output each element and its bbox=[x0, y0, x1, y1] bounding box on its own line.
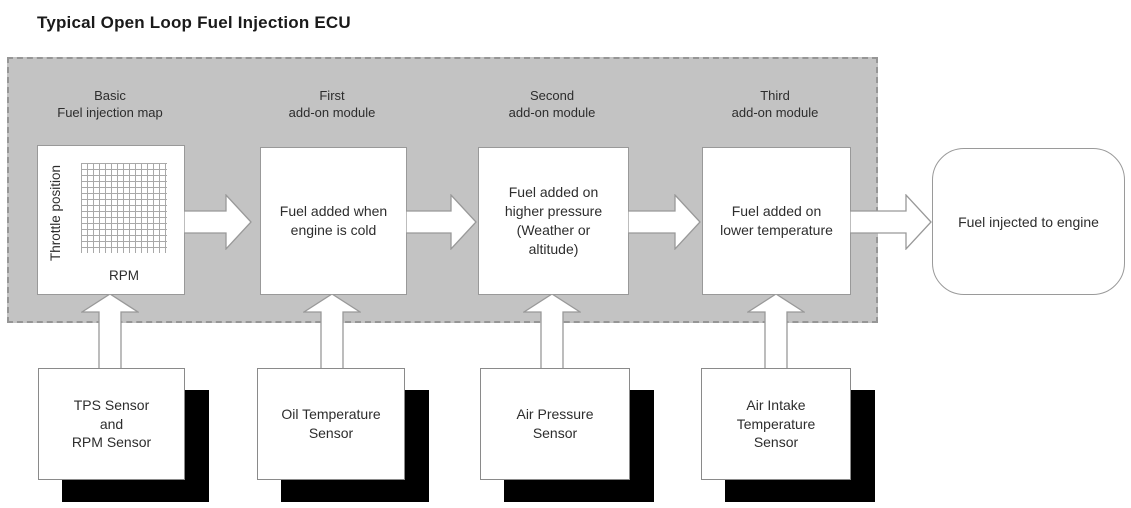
sensor-box-tps-rpm: TPS Sensor and RPM Sensor bbox=[38, 368, 185, 480]
arrow-up-icon bbox=[747, 294, 805, 369]
arrow-right-icon bbox=[184, 194, 252, 250]
arrow-up-icon bbox=[523, 294, 581, 369]
arrow-right-icon bbox=[406, 194, 477, 250]
fuel-map-y-axis-label: Throttle position bbox=[48, 164, 63, 262]
arrow-up-icon bbox=[81, 294, 139, 369]
stage-label-second-module: Second add-on module bbox=[508, 88, 596, 120]
output-box: Fuel injected to engine bbox=[932, 148, 1125, 295]
stage-label-basic-map: Basic Fuel injection map bbox=[57, 88, 163, 120]
stage-label-third-module: Third add-on module bbox=[731, 88, 819, 120]
module-box-second: Fuel added on higher pressure (Weather o… bbox=[478, 147, 629, 295]
fuel-map-x-axis-label: RPM bbox=[109, 267, 139, 283]
fuel-map-grid bbox=[81, 163, 167, 253]
arrow-up-icon bbox=[303, 294, 361, 369]
module-box-third: Fuel added on lower temperature bbox=[702, 147, 851, 295]
diagram-title: Typical Open Loop Fuel Injection ECU bbox=[37, 13, 351, 32]
arrow-right-icon bbox=[628, 194, 701, 250]
module-box-first: Fuel added when engine is cold bbox=[260, 147, 407, 295]
sensor-box-air-pressure: Air Pressure Sensor bbox=[480, 368, 630, 480]
sensor-box-oil-temperature: Oil Temperature Sensor bbox=[257, 368, 405, 480]
fuel-map-box: Throttle position RPM bbox=[37, 145, 185, 295]
stage-label-first-module: First add-on module bbox=[288, 88, 376, 120]
sensor-box-air-intake-temperature: Air Intake Temperature Sensor bbox=[701, 368, 851, 480]
arrow-right-icon bbox=[850, 194, 932, 250]
